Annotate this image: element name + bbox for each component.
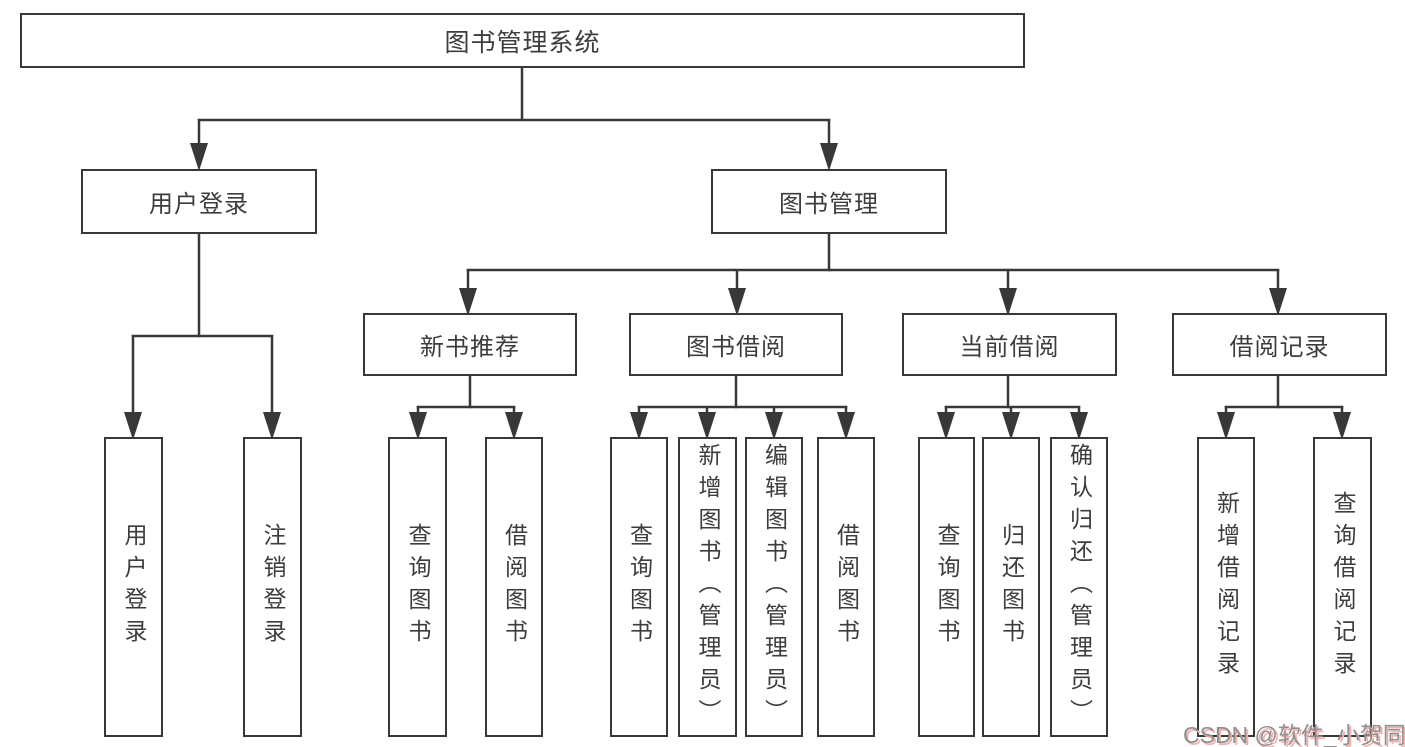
node-user-login-label: 用户登录: [149, 191, 249, 218]
node-current-borrowing-label: 当前借阅: [959, 334, 1060, 361]
node-book-management-label: 图书管理: [779, 191, 879, 218]
leaf-edit-book-admin: 编辑图书（管理员）: [745, 437, 803, 737]
leaf-confirm-return-admin-label: 确认归还（管理员）: [1066, 443, 1093, 731]
leaf-query-books-current: 查询图书: [918, 437, 975, 737]
leaf-query-books-borrowing-label: 查询图书: [626, 523, 653, 651]
node-book-borrowing-label: 图书借阅: [686, 334, 786, 361]
leaf-return-book-label: 归还图书: [998, 523, 1025, 651]
node-book-management: 图书管理: [711, 169, 947, 234]
leaf-query-books-borrowing: 查询图书: [610, 437, 668, 737]
arrowhead-icons: [124, 143, 1351, 440]
leaf-logout: 注销登录: [243, 437, 302, 737]
node-new-book-recommend-label: 新书推荐: [420, 334, 520, 361]
leaf-return-book: 归还图书: [982, 437, 1040, 737]
leaf-add-book-admin: 新增图书（管理员）: [678, 437, 737, 737]
csdn-watermark: CSDN @软件_小贺同学: [1183, 722, 1405, 747]
leaf-query-books-recommend-label: 查询图书: [405, 523, 431, 651]
leaf-borrow-books-recommend: 借阅图书: [485, 437, 543, 737]
leaf-edit-book-admin-label: 编辑图书（管理员）: [761, 443, 788, 731]
leaf-query-borrow-record: 查询借阅记录: [1313, 437, 1372, 737]
leaf-user-login-label: 用户登录: [121, 523, 147, 651]
node-root-library-system: 图书管理系统: [20, 13, 1025, 68]
node-borrowing-records: 借阅记录: [1172, 313, 1387, 376]
leaf-logout-label: 注销登录: [260, 523, 286, 651]
node-user-login: 用户登录: [81, 169, 317, 234]
node-book-borrowing: 图书借阅: [629, 313, 843, 376]
node-new-book-recommend: 新书推荐: [363, 313, 577, 376]
leaf-add-borrow-record: 新增借阅记录: [1197, 437, 1255, 737]
leaf-query-books-current-label: 查询图书: [934, 523, 960, 651]
node-current-borrowing: 当前借阅: [902, 313, 1117, 376]
leaf-borrow-books-borrowing: 借阅图书: [817, 437, 875, 737]
leaf-user-login: 用户登录: [104, 437, 163, 737]
leaf-add-book-admin-label: 新增图书（管理员）: [695, 443, 721, 731]
node-borrowing-records-label: 借阅记录: [1229, 334, 1330, 361]
leaf-query-books-recommend: 查询图书: [388, 437, 447, 737]
leaf-confirm-return-admin: 确认归还（管理员）: [1050, 437, 1108, 737]
node-root-label: 图书管理系统: [444, 28, 601, 57]
leaf-add-borrow-record-label: 新增借阅记录: [1213, 491, 1240, 683]
leaf-borrow-books-recommend-label: 借阅图书: [501, 523, 528, 651]
leaf-query-borrow-record-label: 查询借阅记录: [1330, 491, 1356, 683]
leaf-borrow-books-borrowing-label: 借阅图书: [833, 523, 860, 651]
